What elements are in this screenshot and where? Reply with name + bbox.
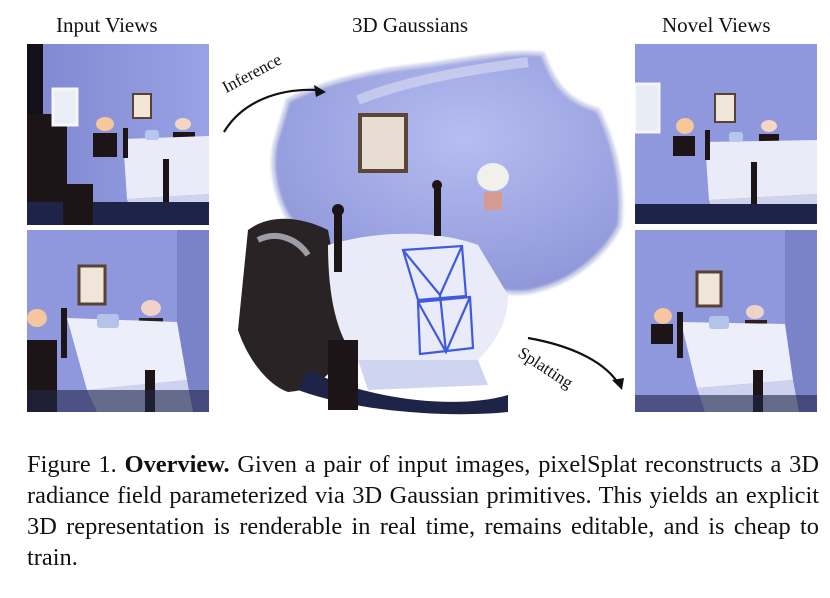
splat-dark-left bbox=[238, 218, 348, 392]
splat-ceiling-edge bbox=[356, 57, 529, 105]
splat-picture bbox=[358, 113, 408, 173]
camera-frustum-icon bbox=[401, 244, 475, 356]
figure-caption: Figure 1. Overview. Given a pair of inpu… bbox=[27, 449, 819, 573]
input-view-1 bbox=[27, 44, 209, 225]
gaussians-title: 3D Gaussians bbox=[352, 13, 469, 37]
gaussian-reconstruction bbox=[223, 51, 624, 415]
input-view-2 bbox=[27, 230, 209, 412]
novel-view-2 bbox=[635, 230, 817, 412]
caption-heading: Overview. bbox=[124, 451, 230, 478]
caption-text: Given a pair of input images, pixelSplat… bbox=[27, 451, 819, 571]
inference-arrow-icon bbox=[223, 88, 319, 133]
caption-label: Figure 1. bbox=[27, 451, 117, 478]
novel-view-1 bbox=[635, 44, 817, 224]
splat-lamp bbox=[477, 163, 509, 191]
novel-views-title: Novel Views bbox=[662, 13, 771, 37]
input-views-title: Input Views bbox=[56, 13, 158, 37]
splatting-arrow-icon bbox=[527, 336, 619, 384]
